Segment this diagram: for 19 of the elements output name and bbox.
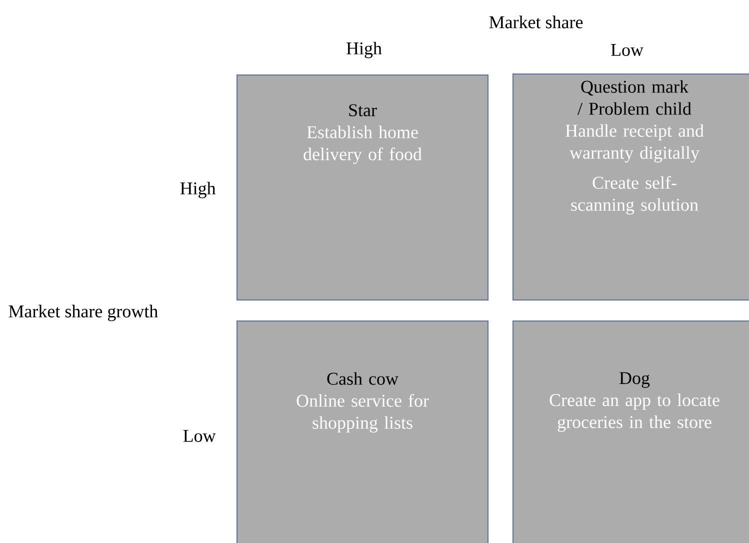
quadrant-box xyxy=(512,74,749,300)
quadrant-title: Question mark / Problem child xyxy=(578,80,692,115)
axis-label: High xyxy=(346,42,382,58)
quadrant-text: Establish home delivery of food xyxy=(304,126,422,164)
quadrant-box xyxy=(236,320,488,543)
quadrant-text: Handle receipt and warranty digitally xyxy=(566,124,704,163)
quadrant-text: Create self-scanning solution xyxy=(571,176,698,215)
axis-label: Low xyxy=(611,44,644,56)
axis-label: Market share xyxy=(489,16,583,28)
quadrant-title: Star xyxy=(349,104,377,116)
quadrant-box xyxy=(512,320,749,543)
axis-label: Market share growth xyxy=(8,304,158,322)
quadrant-text: Online service for shopping lists xyxy=(296,394,429,433)
quadrant-text: Create an app to locate groceries in the store xyxy=(550,394,720,432)
quadrant-title: Cash cow xyxy=(327,372,398,385)
axis-label: Low xyxy=(183,430,216,442)
quadrant-title: Dog xyxy=(620,372,650,388)
axis-label: High xyxy=(180,182,216,198)
quadrant-box xyxy=(236,74,488,300)
